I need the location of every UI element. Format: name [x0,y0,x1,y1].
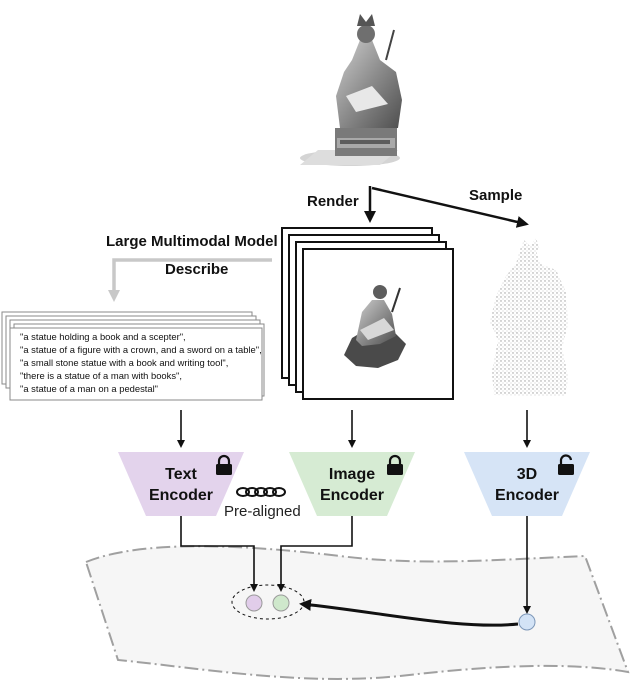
text-encoder-label: Text Encoder [121,464,241,506]
rendered-statue [344,285,406,368]
chain-icon [236,487,286,497]
text-encoder-line2: Encoder [148,487,213,504]
threed-embedding-point [518,613,536,631]
caption-line: "a small stone statue with a book and wr… [20,357,229,368]
sample-label: Sample [469,187,523,204]
text-encoder-line1: Text [165,466,197,483]
embedding-surface [84,545,630,680]
image-encoder-line2: Encoder [319,487,384,504]
caption-list: "a statue holding a book and a scepter",… [14,328,264,400]
image-output-line [277,516,353,592]
describe-arrow [108,258,272,302]
sample-arrow [371,186,529,228]
lmm-label: Large Multimodal Model [106,233,278,250]
threed-encoder-line2: Encoder [494,487,559,504]
caption-stack [1,311,265,401]
point-cloud [490,238,568,396]
image-encoder-line1: Image [328,466,376,483]
image-encoder-label: Image Encoder [292,464,412,506]
text-output-line [180,516,258,592]
alignment-arrow [299,598,519,627]
caption-line: "there is a statue of a man with books", [20,370,182,381]
threed-encoder-label: 3D Encoder [467,464,587,506]
image-encoder [289,452,415,516]
text-encoder [118,452,244,516]
text-embedding-point [245,594,263,612]
lock-icon [387,454,403,475]
describe-label: Describe [165,261,229,278]
unlock-icon [558,454,574,475]
statue-photo [300,14,402,166]
caption-line: "a statue of a man on a pedestal" [20,383,158,394]
pre-aligned-label: Pre-aligned [224,503,301,520]
threed-encoder-line1: 3D [516,466,538,483]
caption-line: "a statue holding a book and a scepter", [20,331,186,342]
image-embedding-point [272,594,290,612]
caption-line: "a statue of a figure with a crown, and … [20,344,262,355]
lock-icon [216,454,232,475]
render-label: Render [307,193,359,210]
